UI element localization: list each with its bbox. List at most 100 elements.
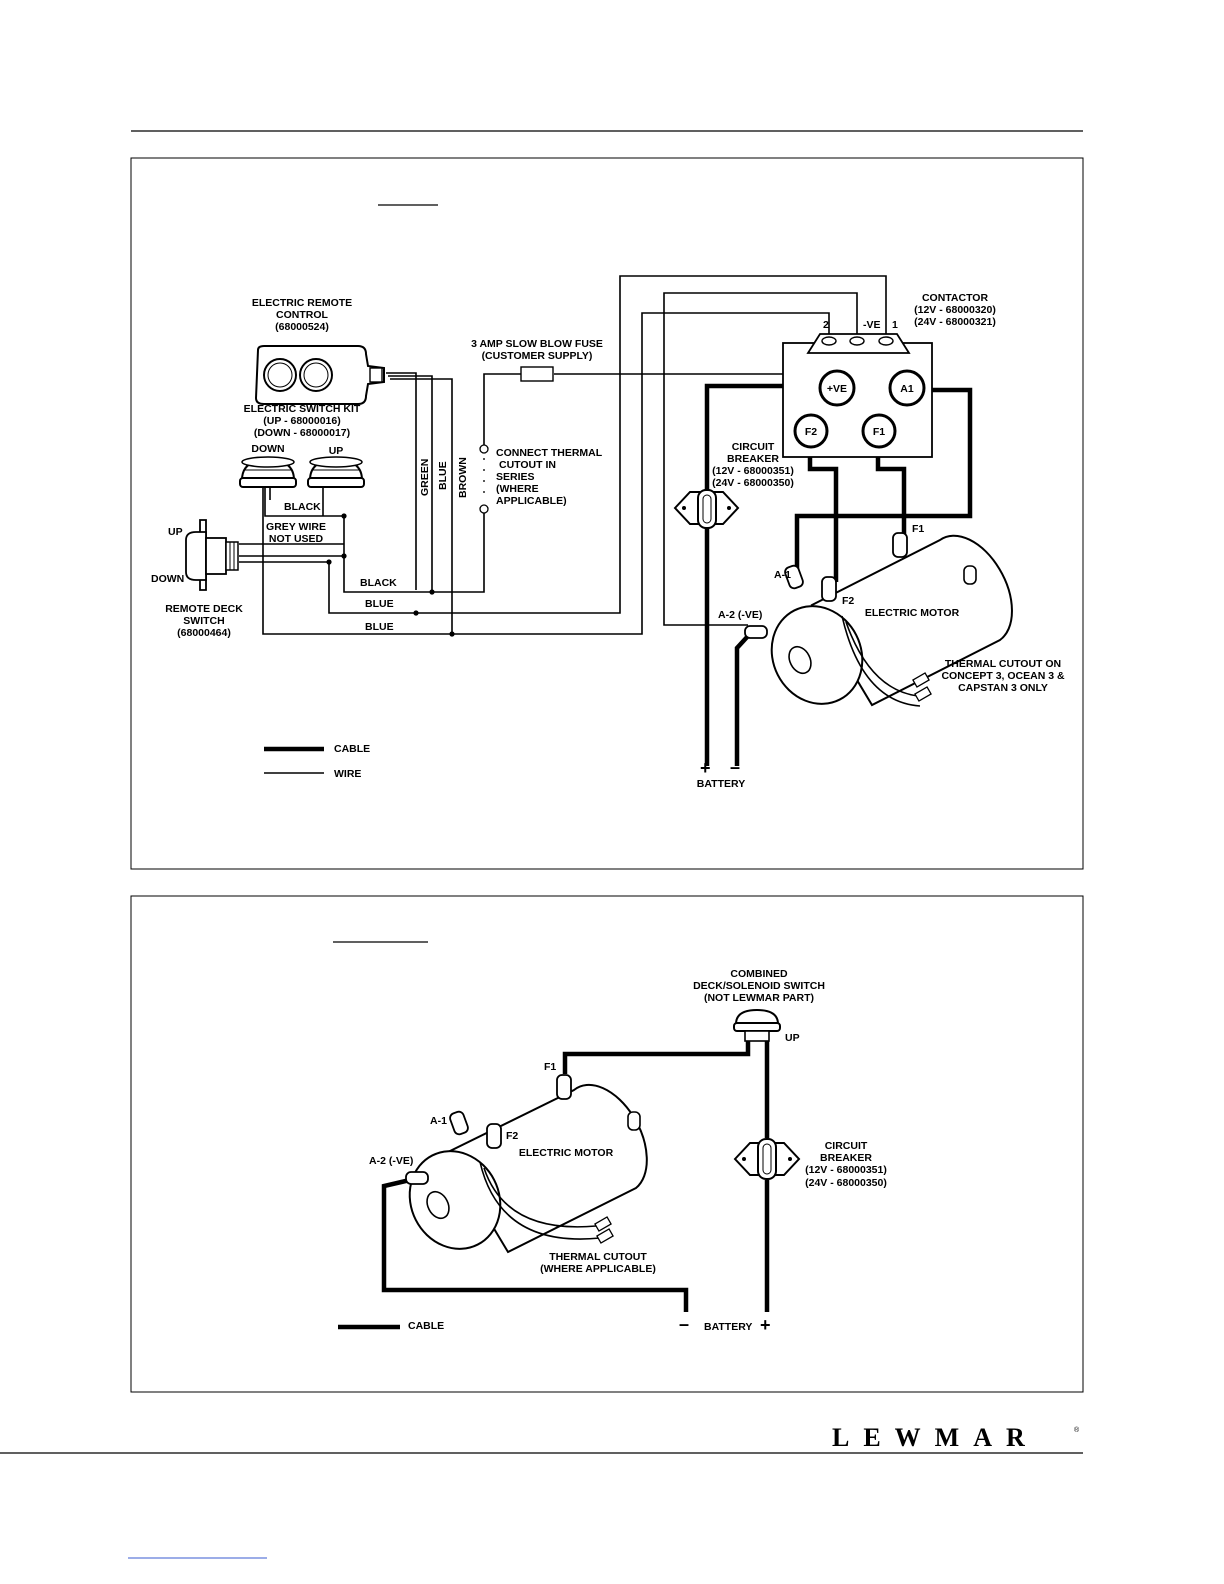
switch-title-1: COMBINED — [730, 968, 788, 980]
switch-title-3: (NOT LEWMAR PART) — [704, 992, 814, 1004]
contactor-24v: (24V - 68000321) — [914, 316, 996, 328]
circuit-breaker-2-icon — [733, 1138, 801, 1180]
breaker-2-24v: (24V - 68000350) — [805, 1177, 887, 1189]
motor-2-f1: F1 — [544, 1061, 556, 1073]
breaker-12v: (12V - 68000351) — [712, 465, 794, 477]
remote-control-icon — [254, 345, 385, 405]
contactor-a1: A1 — [900, 383, 914, 395]
thermal-note-2: CUTOUT IN — [499, 459, 556, 471]
cable-battery-negative — [734, 634, 750, 766]
motor-f2: F2 — [842, 595, 854, 607]
lewmar-logo: LEWMAR — [832, 1423, 1039, 1452]
label-down: DOWN — [251, 443, 284, 455]
breaker-2-title-2: BREAKER — [820, 1152, 872, 1164]
cable-a2-to-battery — [381, 1177, 689, 1312]
legend-cable-label: CABLE — [334, 743, 370, 755]
label-grey-not-used: NOT USED — [269, 533, 324, 545]
cable-runs-1 — [704, 383, 973, 766]
motor-label: ELECTRIC MOTOR — [865, 607, 960, 619]
motor-2-a1: A-1 — [430, 1115, 447, 1127]
remote-control-part: (68000524) — [275, 321, 329, 333]
battery-label: BATTERY — [697, 778, 745, 790]
contactor-icon — [782, 333, 933, 458]
contactor-terminal-1: 1 — [892, 319, 898, 331]
remote-control-title-2: CONTROL — [276, 309, 328, 321]
motor-a2: A-2 (-VE) — [718, 609, 762, 621]
fuse-label-2: (CUSTOMER SUPPLY) — [482, 350, 593, 362]
switch-kit-title: ELECTRIC SWITCH KIT — [244, 403, 361, 415]
thermal-cutout-3: CAPSTAN 3 ONLY — [958, 682, 1048, 694]
registered-mark: ® — [1074, 1426, 1080, 1434]
contactor-terminal-neg: -VE — [863, 319, 881, 331]
diagram-1-frame — [130, 157, 1084, 870]
rocker-switch-icon — [185, 519, 239, 591]
breaker-title: CIRCUIT — [732, 441, 775, 453]
fuse-label: 3 AMP SLOW BLOW FUSE — [471, 338, 603, 350]
motor-2-a2: A-2 (-VE) — [369, 1155, 413, 1167]
thermal-note-5: APPLICABLE) — [496, 495, 567, 507]
legend-wire-label: WIRE — [334, 768, 361, 780]
motor-f1: F1 — [912, 523, 924, 535]
wire-runs-1 — [239, 275, 887, 637]
contactor-f2: F2 — [805, 426, 817, 438]
label-blue-2: BLUE — [365, 621, 394, 633]
label-blue-1: BLUE — [365, 598, 394, 610]
contactor-f1: F1 — [873, 426, 885, 438]
deck-switch-up: UP — [168, 526, 183, 538]
thermal-cutout-2: CONCEPT 3, OCEAN 3 & — [941, 670, 1065, 682]
deck-solenoid-switch-icon — [733, 1008, 781, 1042]
thermal-2-l1: THERMAL CUTOUT — [549, 1251, 647, 1263]
wire-green — [386, 372, 417, 590]
diagram-2-frame — [130, 895, 1084, 1393]
thermal-note-4: (WHERE — [496, 483, 539, 495]
fuse-icon — [520, 366, 554, 382]
thermal-note-1: CONNECT THERMAL — [496, 447, 603, 459]
foot-switch-up-icon — [307, 456, 365, 488]
label-black-2: BLACK — [360, 577, 397, 589]
contactor-pve: +VE — [827, 383, 847, 395]
label-brown: BROWN — [457, 457, 469, 498]
battery-minus: – — [730, 757, 740, 777]
circuit-breaker-icon — [673, 489, 740, 529]
deck-switch-title-2: SWITCH — [183, 615, 224, 627]
label-blue-vertical: BLUE — [437, 461, 449, 490]
cable-switch-to-f1 — [562, 1040, 751, 1074]
breaker-2-12v: (12V - 68000351) — [805, 1164, 887, 1176]
label-green: GREEN — [419, 459, 431, 496]
switch-title-2: DECK/SOLENOID SWITCH — [693, 980, 825, 992]
deck-switch-down: DOWN — [151, 573, 184, 585]
breaker-2-title: CIRCUIT — [825, 1140, 868, 1152]
thermal-cutout-1: THERMAL CUTOUT ON — [945, 658, 1061, 670]
breaker-24v: (24V - 68000350) — [712, 477, 794, 489]
wire-blue-2 — [262, 312, 830, 635]
thermal-cutout-symbol — [479, 444, 489, 514]
contactor-title: CONTACTOR — [922, 292, 989, 304]
cable-a1 — [794, 387, 973, 570]
cable-f1 — [875, 447, 907, 535]
deck-switch-part: (68000464) — [177, 627, 231, 639]
wire-blue-remote — [388, 375, 433, 590]
contactor-12v: (12V - 68000320) — [914, 304, 996, 316]
motor-2-label: ELECTRIC MOTOR — [519, 1147, 614, 1159]
legend-2-cable-label: CABLE — [408, 1320, 444, 1332]
battery-plus: + — [700, 758, 711, 778]
battery-2-plus: + — [760, 1315, 771, 1335]
wire-brown — [390, 378, 453, 634]
thermal-2-l2: (WHERE APPLICABLE) — [540, 1263, 656, 1275]
battery-2-minus: – — [679, 1314, 689, 1334]
foot-switch-down-icon — [239, 456, 297, 488]
switch-kit-down: (DOWN - 68000017) — [254, 427, 350, 439]
wiring-diagram-1: ELECTRIC REMOTE CONTROL (68000524) ELECT… — [130, 157, 1084, 870]
wire-fuse-in — [483, 373, 530, 453]
wire-ve-return — [663, 292, 858, 626]
deck-switch-title: REMOTE DECK — [165, 603, 243, 615]
breaker-title-2: BREAKER — [727, 453, 779, 465]
battery-2-label: BATTERY — [704, 1321, 752, 1333]
contactor-terminal-2: 2 — [823, 319, 829, 331]
remote-control-title: ELECTRIC REMOTE — [252, 297, 352, 309]
electric-motor-2-icon — [405, 1074, 648, 1254]
cable-f2 — [807, 447, 839, 582]
motor-a1: A-1 — [774, 569, 791, 581]
label-up: UP — [329, 445, 344, 457]
